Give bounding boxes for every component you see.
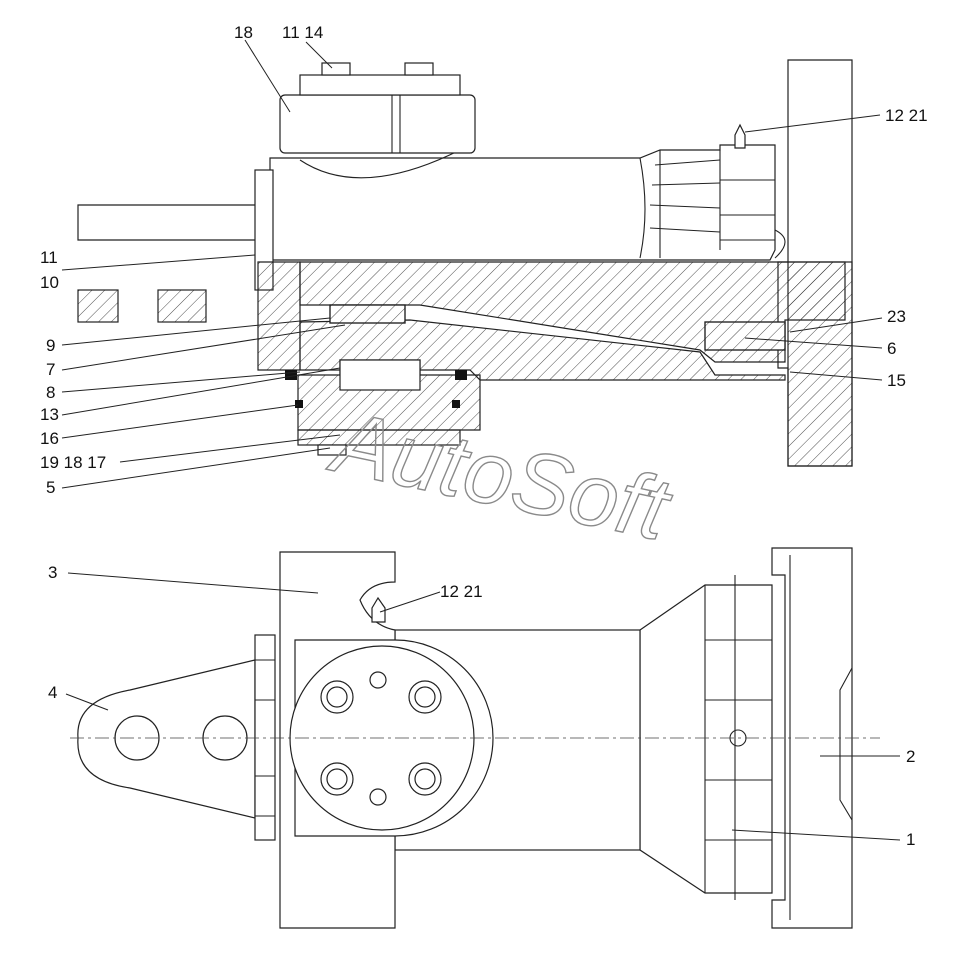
seal-right bbox=[455, 370, 467, 380]
callout-11-14: 11 14 bbox=[282, 23, 323, 42]
watermark: AutoSoft bbox=[321, 391, 680, 560]
flange-plate-bottom bbox=[771, 547, 853, 929]
section-view bbox=[77, 59, 853, 467]
tapered-hub bbox=[639, 584, 773, 894]
callout-5: 5 bbox=[46, 478, 55, 497]
leader-lines bbox=[61, 39, 901, 841]
lever-mount bbox=[254, 634, 276, 841]
callout-11-left: 11 bbox=[40, 248, 58, 267]
callout-10: 10 bbox=[40, 273, 59, 292]
oring-right bbox=[452, 400, 460, 408]
callout-9: 9 bbox=[46, 336, 55, 355]
seal-left bbox=[285, 370, 297, 380]
pin-bottom bbox=[369, 788, 387, 806]
lever-arm-top bbox=[77, 204, 271, 241]
callout-15: 15 bbox=[887, 371, 906, 390]
bolt-head-left bbox=[321, 62, 351, 76]
flange-notch bbox=[839, 667, 853, 821]
callout-4: 4 bbox=[48, 683, 57, 702]
oring-left bbox=[295, 400, 303, 408]
housing-arc bbox=[299, 149, 461, 179]
callout-6: 6 bbox=[887, 339, 896, 358]
housing-fillets bbox=[649, 159, 721, 233]
axle-end bbox=[257, 261, 301, 371]
clamp-block bbox=[279, 94, 476, 154]
callout-12-21-bottom: 12 21 bbox=[440, 582, 483, 601]
callout-19-18-17: 19 18 17 bbox=[40, 453, 106, 472]
housing-ribs bbox=[659, 150, 775, 258]
callout-1: 1 bbox=[906, 830, 915, 849]
callout-7: 7 bbox=[46, 360, 55, 379]
plan-view bbox=[70, 547, 880, 929]
lever-section-2 bbox=[157, 289, 207, 323]
king-pin-core bbox=[339, 359, 421, 391]
clamp-plate bbox=[299, 74, 461, 96]
callout-16: 16 bbox=[40, 429, 59, 448]
callout-12-21-top: 12 21 bbox=[885, 106, 928, 125]
housing-curve bbox=[639, 157, 646, 259]
callout-23: 23 bbox=[887, 307, 906, 326]
king-pin-cap bbox=[297, 429, 461, 446]
callout-13: 13 bbox=[40, 405, 59, 424]
callout-2: 2 bbox=[906, 747, 915, 766]
callout-3: 3 bbox=[48, 563, 57, 582]
housing-bulge bbox=[774, 229, 786, 259]
callout-18-top: 18 bbox=[234, 23, 253, 42]
grease-nipple-bottom bbox=[371, 596, 386, 623]
housing-upper bbox=[269, 144, 776, 261]
hub-ribs bbox=[704, 575, 772, 900]
bolt-head-right bbox=[404, 62, 434, 76]
lever-section-1 bbox=[77, 289, 119, 323]
grease-nipple-top bbox=[734, 123, 746, 149]
callout-8: 8 bbox=[46, 383, 55, 402]
pin-top bbox=[369, 671, 387, 689]
callout-labels: 18 11 14 12 21 11 10 9 7 8 13 16 19 18 1… bbox=[40, 23, 928, 849]
